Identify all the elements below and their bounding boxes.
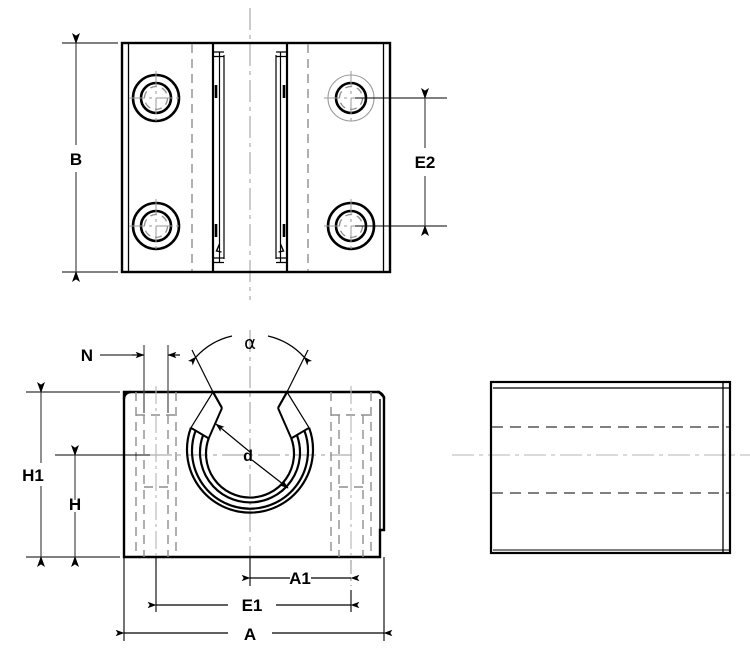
bolt-hole-bottom-left	[129, 199, 183, 253]
dimension-A: A	[115, 557, 393, 644]
bore-ring-2	[190, 430, 310, 510]
dimension-N: N	[81, 345, 180, 413]
front-view-slot-notch-left	[212, 391, 223, 409]
dimension-A1: A1	[241, 557, 360, 588]
dimension-d: d	[215, 423, 289, 489]
dimension-A-label: A	[244, 625, 256, 644]
side-view-body-outline	[489, 380, 732, 555]
front-view-hidden-counterbore-right	[330, 392, 372, 557]
bore-slot-step-right-outer	[286, 391, 310, 429]
dimension-B: B	[62, 33, 118, 282]
dimension-d-label: d	[243, 448, 253, 465]
dimension-H: H	[55, 445, 150, 567]
dimension-E1: E1	[147, 557, 360, 615]
bore-split-face-right-2	[296, 429, 305, 436]
bore-ring-outer	[185, 427, 315, 514]
dimension-alpha-label: α	[244, 333, 256, 354]
dimension-E2-label: E2	[415, 153, 436, 172]
dimension-H1-label: H1	[22, 466, 44, 485]
dimension-A1-label: A1	[289, 569, 311, 588]
front-view-slot-notch-right	[277, 391, 288, 409]
dimension-H1: H1	[22, 382, 120, 567]
top-view: B E2	[62, 8, 447, 300]
bore-slot-step-right	[277, 407, 293, 439]
front-view-body-outline	[122, 390, 386, 559]
bolt-hole-top-left	[129, 71, 183, 125]
bore-slot-step-left-outer	[190, 391, 214, 429]
bore-ring-3	[198, 434, 302, 504]
bore-ring-inner	[204, 438, 296, 499]
dimension-N-label: N	[81, 346, 93, 365]
front-view: d α N H1	[22, 330, 393, 644]
dimension-E1-label: E1	[242, 596, 263, 615]
front-view-bore-assembly	[185, 391, 315, 514]
front-view-top-right-chamfer	[376, 390, 386, 400]
side-view	[452, 380, 750, 555]
top-view-body-outline	[120, 41, 392, 274]
dimension-alpha: α	[187, 333, 313, 393]
bore-split-face-left-2	[195, 429, 204, 436]
dimension-B-label: B	[70, 150, 82, 169]
dimension-H-label: H	[69, 495, 81, 514]
dimension-E2: E2	[355, 88, 447, 236]
top-view-split-slot	[211, 43, 289, 272]
bore-slot-step-left	[207, 407, 223, 439]
front-view-top-left-chamfer	[122, 390, 132, 400]
